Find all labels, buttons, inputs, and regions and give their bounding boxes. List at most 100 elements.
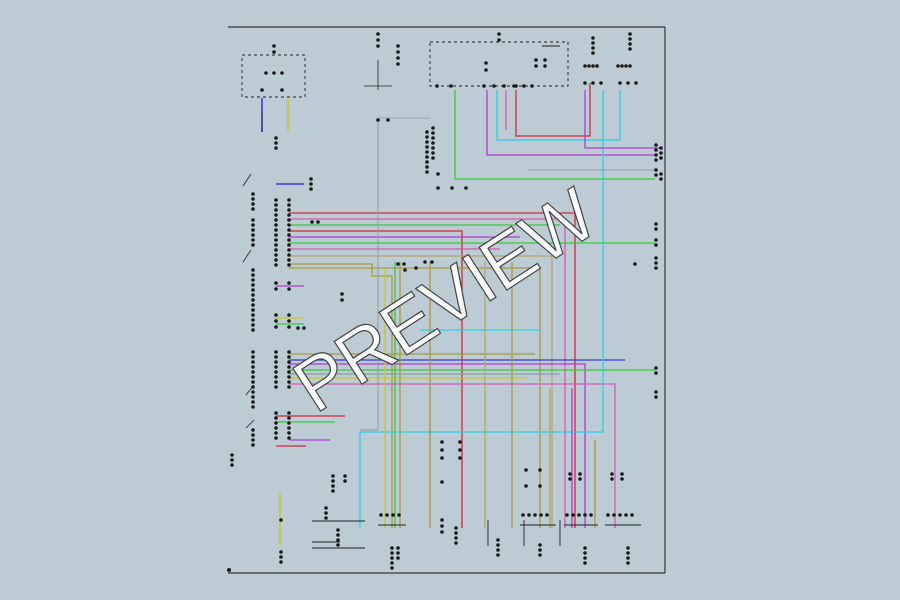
- terminal-dot: [287, 375, 291, 379]
- terminal-dot: [654, 395, 658, 399]
- terminal-dot: [331, 474, 335, 478]
- terminal-dot: [260, 88, 264, 92]
- terminal-dot: [484, 68, 488, 72]
- terminal-dot: [287, 258, 291, 262]
- terminal-dot: [343, 479, 347, 483]
- terminal-dot: [274, 416, 278, 420]
- terminal-dot: [385, 513, 389, 517]
- terminal-dot: [568, 477, 572, 481]
- terminal-dot: [390, 551, 394, 555]
- terminal-dot: [287, 385, 291, 389]
- terminal-dot: [251, 365, 255, 369]
- terminal-dot: [521, 513, 525, 517]
- terminal-dot: [251, 318, 255, 322]
- terminal-dot: [251, 395, 255, 399]
- terminal-dot: [274, 243, 278, 247]
- terminal-dot: [396, 262, 400, 266]
- terminal-dot: [620, 472, 624, 476]
- terminal-dot: [251, 303, 255, 307]
- terminal-dot: [340, 298, 344, 302]
- terminal-dot: [287, 243, 291, 247]
- terminal-dot: [279, 560, 283, 564]
- terminal-dot: [484, 61, 488, 65]
- terminal-dot: [454, 536, 458, 540]
- terminal-dot: [454, 526, 458, 530]
- terminal-dot: [280, 88, 284, 92]
- terminal-dot: [616, 64, 620, 68]
- terminal-dot: [331, 489, 335, 493]
- terminal-dot: [251, 370, 255, 374]
- terminal-dot: [287, 203, 291, 207]
- terminal-dot: [274, 287, 278, 291]
- terminal-dot: [571, 513, 575, 517]
- terminal-dot: [431, 146, 435, 150]
- terminal-dot: [654, 158, 658, 162]
- wire-olive: [289, 263, 393, 528]
- terminal-dot: [274, 213, 278, 217]
- terminal-dot: [316, 220, 320, 224]
- terminal-dot: [287, 416, 291, 420]
- terminal-dot: [578, 477, 582, 481]
- terminal-dot: [343, 474, 347, 478]
- terminal-dot: [280, 71, 284, 75]
- terminal-dot: [583, 551, 587, 555]
- terminal-dot: [587, 64, 591, 68]
- terminal-dot: [390, 566, 394, 570]
- terminal-dot: [396, 56, 400, 60]
- terminal-dot: [654, 256, 658, 260]
- wire-purple: [289, 363, 586, 528]
- terminal-dot: [545, 513, 549, 517]
- terminal-dot: [425, 170, 429, 174]
- terminal-dot: [251, 308, 255, 312]
- terminal-dot: [396, 50, 400, 54]
- terminal-dot: [324, 516, 328, 520]
- wire-red: [289, 230, 463, 528]
- terminal-dot: [287, 223, 291, 227]
- terminal-dot: [458, 456, 462, 460]
- terminal-dot: [379, 513, 383, 517]
- terminal-dot: [654, 173, 658, 177]
- terminal-dot: [279, 518, 283, 522]
- terminal-dot: [431, 141, 435, 145]
- terminal-dot: [390, 561, 394, 565]
- terminal-dot: [230, 458, 234, 462]
- terminal-dot: [390, 556, 394, 560]
- terminal-dot: [543, 64, 547, 68]
- terminal-dot: [440, 518, 444, 522]
- terminal-dot: [264, 71, 268, 75]
- terminal-dot: [251, 323, 255, 327]
- terminal-dot: [251, 233, 255, 237]
- terminal-dot: [296, 326, 300, 330]
- wire-pink: [289, 383, 616, 528]
- terminal-dot: [522, 84, 526, 88]
- terminal-dot: [324, 506, 328, 510]
- terminal-dot: [654, 143, 658, 147]
- terminal-dot: [530, 84, 534, 88]
- terminal-dot: [274, 198, 278, 202]
- wire-purple: [584, 90, 660, 149]
- terminal-dot: [251, 238, 255, 242]
- terminal-dot: [287, 281, 291, 285]
- terminal-dot: [251, 360, 255, 364]
- terminal-dot: [458, 440, 462, 444]
- terminal-dot: [654, 148, 658, 152]
- terminal-dot: [251, 218, 255, 222]
- wire-layer: [261, 83, 660, 545]
- terminal-dot: [287, 248, 291, 252]
- terminal-dot: [464, 186, 468, 190]
- terminal-dot: [287, 350, 291, 354]
- terminal-dot: [591, 81, 595, 85]
- terminal-dot: [591, 46, 595, 50]
- terminal-dot: [578, 472, 582, 476]
- terminal-dot: [302, 326, 306, 330]
- terminal-dot: [449, 84, 453, 88]
- terminal-dot: [654, 261, 658, 265]
- terminal-dot: [274, 263, 278, 267]
- terminal-dot: [274, 248, 278, 252]
- terminal-dot: [274, 313, 278, 317]
- terminal-dot: [628, 47, 632, 51]
- wire-cyan: [496, 90, 620, 141]
- terminal-dot: [287, 238, 291, 242]
- terminal-dot: [274, 375, 278, 379]
